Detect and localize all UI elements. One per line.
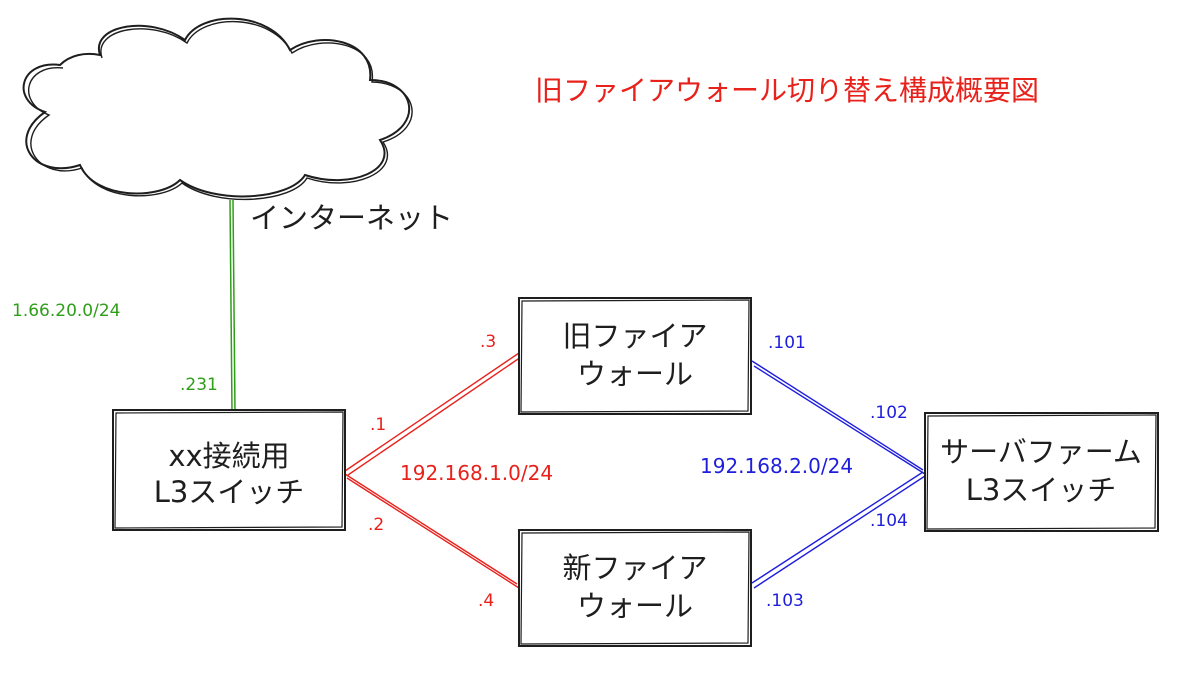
server-switch-line2: L3スイッチ: [966, 473, 1117, 507]
internet-link: [229, 199, 236, 413]
lan2-links: [751, 360, 926, 589]
old-firewall-node: 旧ファイア ウォール: [518, 297, 752, 415]
xx-internet-ip: .231: [180, 375, 218, 395]
new-firewall-node: 新ファイア ウォール: [518, 529, 752, 647]
server-switch-line1: サーバファーム: [940, 435, 1142, 469]
lan1-links: [344, 352, 522, 589]
new-fw-right-ip: .103: [766, 591, 804, 611]
old-fw-line1: 旧ファイア: [562, 319, 707, 353]
xx-switch-node: xx接続用 L3スイッチ: [112, 409, 346, 531]
server-old-ip: .102: [870, 403, 908, 423]
server-switch-node: サーバファーム L3スイッチ: [924, 412, 1159, 532]
old-fw-left-ip: .3: [480, 332, 496, 352]
internet-label: インターネット: [250, 201, 453, 235]
xx-to-old-ip: .1: [370, 415, 386, 435]
server-new-ip: .104: [870, 511, 908, 531]
lan2-network-label: 192.168.2.0/24: [700, 454, 853, 478]
xx-switch-line2: L3スイッチ: [154, 475, 305, 509]
new-fw-left-ip: .4: [478, 591, 494, 611]
lan1-network-label: 192.168.1.0/24: [400, 461, 553, 485]
xx-switch-line1: xx接続用: [168, 439, 289, 473]
page-title: 旧ファイアウォール切り替え構成概要図: [535, 74, 1039, 107]
new-fw-line2: ウォール: [577, 589, 693, 623]
internet-cloud: [22, 17, 413, 201]
old-fw-line2: ウォール: [577, 357, 693, 391]
old-fw-right-ip: .101: [768, 333, 806, 353]
internet-network-label: 1.66.20.0/24: [12, 301, 120, 321]
new-fw-line1: 新ファイア: [562, 551, 707, 585]
xx-to-new-ip: .2: [368, 515, 384, 535]
